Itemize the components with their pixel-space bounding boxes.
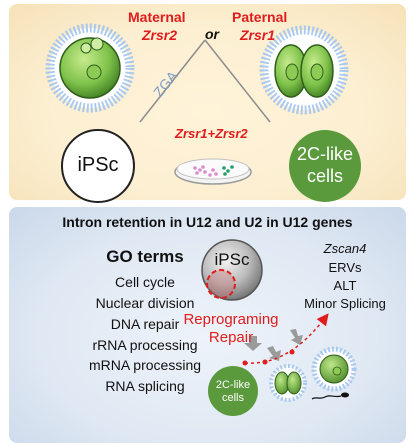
go-term: Nuclear division: [95, 295, 195, 311]
ipsc-bottom-label: iPSc: [214, 250, 250, 269]
ipsc-top-icon: [61, 129, 135, 203]
bottom-panel: [9, 207, 406, 443]
arrow-dot-1: [242, 360, 248, 366]
maternal-gene: Zrsr2: [142, 27, 178, 43]
right-item: ERVs: [328, 260, 362, 275]
right-item: ALT: [333, 278, 357, 293]
gray-arrows: [244, 329, 303, 361]
twoc-top-icon: [289, 130, 361, 202]
twoc-top-label-1: 2C-like: [296, 144, 353, 164]
go-term: Cell cycle: [115, 274, 175, 290]
bottom-title: Intron retention in U12 and U2 in U12 ge…: [62, 214, 353, 230]
oocyte-left-icon: [45, 23, 135, 113]
ipsc-top-label: iPSc: [77, 154, 119, 176]
go-term: mRNA processing: [88, 357, 202, 373]
paternal-label: Paternal: [232, 9, 288, 25]
oocyte-sperm-icon: [311, 346, 357, 400]
maternal-label: Maternal: [128, 9, 186, 25]
twoc-bottom-label-2: cells: [221, 392, 244, 404]
right-title: Zscan4: [323, 241, 367, 256]
go-term: DNA repair: [110, 316, 180, 332]
arrow-dot-2: [262, 359, 268, 365]
repair-label: Repair: [208, 329, 254, 346]
twoc-bottom-label-1: 2C-like: [215, 379, 251, 391]
reprogramming-arrow: [244, 313, 329, 364]
go-title: GO terms: [106, 247, 184, 266]
go-term: RNA splicing: [105, 378, 185, 394]
go-term: rRNA processing: [92, 337, 198, 353]
petri-dish-icon: [174, 158, 252, 185]
two-cell-embryo-icon: [259, 25, 349, 115]
twoc-top-label-2: cells: [306, 166, 343, 186]
arrow-dot-3: [289, 349, 295, 355]
combined-gene-label: Zrsr1+Zrsr2: [175, 126, 248, 141]
paternal-gene: Zrsr1: [240, 27, 276, 43]
reprograming-label: Reprograming: [183, 311, 279, 328]
small-two-cell-icon: [269, 364, 307, 402]
ipsc-bottom-icon: [201, 239, 263, 301]
twoc-bottom-icon: [208, 366, 258, 416]
or-label: or: [205, 26, 219, 42]
zga-triangle: [139, 39, 271, 123]
right-item: Minor Splicing: [304, 296, 386, 311]
